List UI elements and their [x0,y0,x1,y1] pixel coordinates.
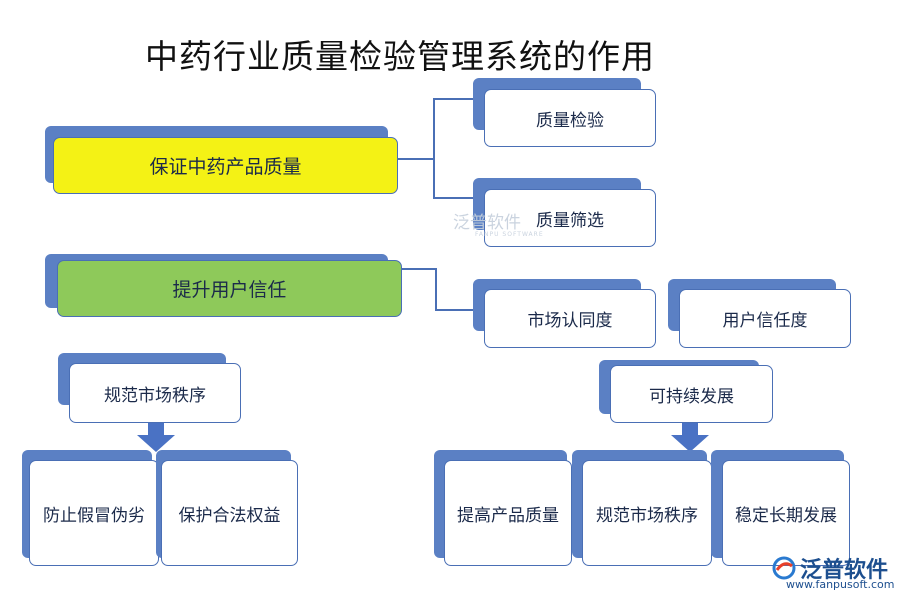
node-label: 保证中药产品质量 [53,137,398,194]
diagram-title: 中药行业质量检验管理系统的作用 [145,37,655,76]
down-arrow-icon [137,423,175,452]
brand-logo: 泛普软件 www.fanpusoft.com [772,552,894,591]
node-label: 防止假冒伪劣 [29,460,159,566]
node-label: 规范市场秩序 [582,460,712,566]
fanpu-logo-icon [772,556,796,580]
node-label: 提高产品质量 [444,460,572,566]
node-label: 稳定长期发展 [722,460,850,566]
node-label: 提升用户信任 [57,260,402,317]
node-label: 规范市场秩序 [69,363,241,423]
connector [433,98,435,199]
node-label: 市场认同度 [484,289,656,348]
connector [435,268,437,311]
node-label: 质量检验 [484,89,656,147]
connector [433,197,475,199]
connector [398,158,434,160]
logo-url: www.fanpusoft.com [786,578,895,591]
connector [435,309,475,311]
node-label: 用户信任度 [679,289,851,348]
logo-brand-text: 泛普软件 [800,558,889,583]
connector [433,98,475,100]
node-label: 可持续发展 [610,365,773,423]
down-arrow-icon [671,423,709,452]
connector [402,268,437,270]
node-label: 质量筛选 [484,189,656,247]
node-label: 保护合法权益 [161,460,298,566]
